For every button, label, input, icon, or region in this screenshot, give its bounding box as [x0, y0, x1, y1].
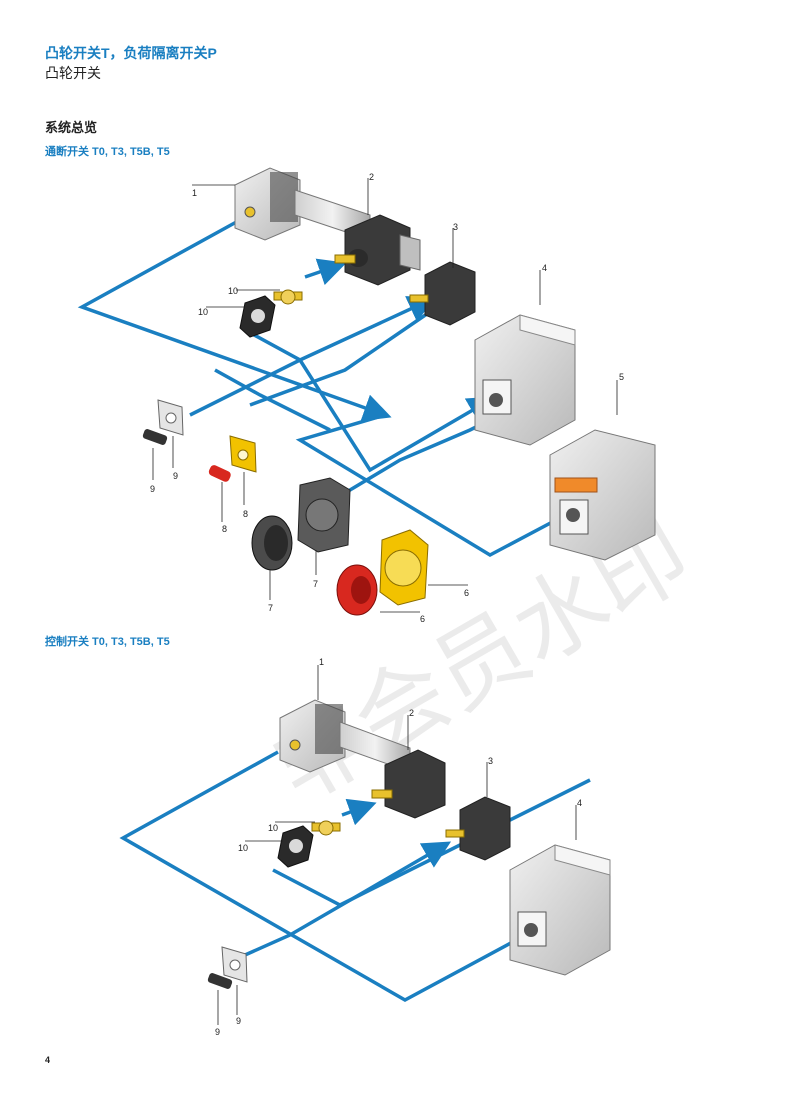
component-10-mounting-plate [239, 295, 276, 338]
bottom-label-10a: 10 [268, 823, 278, 833]
bottom-component-9-handle [207, 973, 233, 989]
document-subtitle: 凸轮开关 [45, 65, 101, 81]
top-label-3: 3 [453, 222, 458, 232]
top-label-1: 1 [192, 188, 197, 198]
top-label-6b: 6 [420, 614, 425, 624]
top-label-10b: 10 [198, 307, 208, 317]
component-3-module [409, 261, 476, 326]
bottom-component-9-front-plate [221, 946, 248, 983]
bottom-label-9a: 9 [215, 1027, 220, 1037]
bottom-label-10b: 10 [238, 843, 248, 853]
component-6-red-collar [336, 564, 378, 616]
component-10-shaft-extension [273, 289, 303, 305]
component-9-front-plate [157, 399, 184, 436]
top-label-8b: 8 [243, 509, 248, 519]
component-8-yellow-plate [229, 435, 257, 473]
bottom-leader-lines [217, 665, 577, 1025]
document-title: 凸轮开关T，负荷隔离开关P [45, 45, 217, 61]
bottom-component-3-module [445, 796, 511, 861]
top-label-5: 5 [619, 372, 624, 382]
bottom-diagram-heading: 控制开关 T0, T3, T5B, T5 [45, 636, 170, 648]
component-6-yellow-plate [379, 529, 429, 606]
bottom-label-9b: 9 [236, 1016, 241, 1026]
section-heading: 系统总览 [45, 120, 98, 135]
top-label-6a: 6 [464, 588, 469, 598]
bottom-label-3: 3 [488, 756, 493, 766]
bottom-component-4-enclosure [509, 844, 611, 976]
page-number: 4 [45, 1055, 51, 1065]
bottom-label-4: 4 [577, 798, 582, 808]
component-4-enclosure [474, 314, 576, 446]
component-7-cover-plate [297, 477, 351, 553]
component-9-handle [142, 429, 168, 445]
top-label-4: 4 [542, 263, 547, 273]
top-label-9b: 9 [173, 471, 178, 481]
bottom-component-10-shaft-extension [311, 820, 341, 836]
top-label-7a: 7 [313, 579, 318, 589]
top-label-2: 2 [369, 172, 374, 182]
top-label-10a: 10 [228, 286, 238, 296]
component-8-red-handle [208, 465, 231, 482]
top-label-8a: 8 [222, 524, 227, 534]
top-label-9a: 9 [150, 484, 155, 494]
bottom-component-10-mounting-plate [277, 825, 314, 868]
component-5-enclosure [549, 429, 656, 561]
component-2-contact-block [334, 214, 421, 286]
bottom-component-1-switch-base [279, 699, 411, 773]
bottom-label-1: 1 [319, 657, 324, 667]
top-label-7b: 7 [268, 603, 273, 613]
bottom-label-2: 2 [409, 708, 414, 718]
component-7-collar [251, 515, 293, 571]
bottom-component-2-contact-block [371, 749, 446, 819]
top-diagram-heading: 通断开关 T0, T3, T5B, T5 [45, 146, 170, 158]
top-leader-lines [152, 178, 618, 613]
